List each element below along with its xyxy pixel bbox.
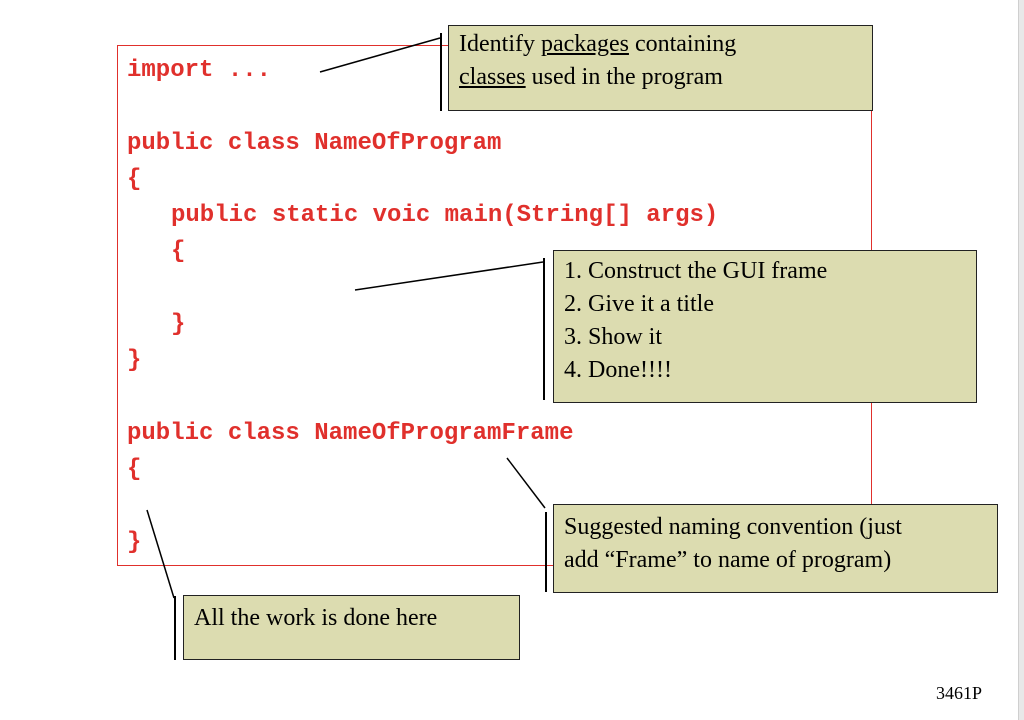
code-open-brace: { — [127, 166, 142, 193]
leader-main — [354, 261, 544, 291]
leader-imports — [319, 37, 441, 73]
code-main-open-brace: { — [171, 238, 186, 265]
callout-tick — [545, 512, 547, 592]
code-frame-class-declaration: public class NameOfProgramFrame — [127, 420, 574, 447]
step-item: 1. Construct the GUI frame — [564, 258, 828, 284]
callout-main-steps: 1. Construct the GUI frame 2. Give it a … — [553, 250, 977, 403]
step-item: 3. Show it — [564, 324, 663, 350]
code-import: import ... — [127, 57, 272, 84]
leader-work — [146, 509, 175, 599]
page-number: 3461P — [936, 683, 983, 703]
code-class-close-brace: } — [127, 347, 142, 374]
leader-naming — [506, 457, 546, 509]
slide-edge — [1018, 0, 1024, 720]
callout-imports: Identify packages containing classes use… — [448, 25, 873, 111]
callout-work: All the work is done here — [183, 595, 520, 660]
code-main-signature: public static voic main(String[] args) — [171, 202, 719, 229]
callout-naming: Suggested naming convention (just add “F… — [553, 504, 998, 593]
callout-tick — [174, 596, 176, 660]
code-main-close-brace: } — [171, 311, 186, 338]
step-item: 4. Done!!!! — [564, 357, 672, 383]
code-frame-open-brace: { — [127, 456, 142, 483]
step-item: 2. Give it a title — [564, 291, 714, 317]
callout-tick — [543, 258, 545, 400]
code-class-declaration: public class NameOfProgram — [127, 130, 502, 157]
code-frame-close-brace: } — [127, 529, 142, 556]
callout-tick — [440, 33, 442, 111]
